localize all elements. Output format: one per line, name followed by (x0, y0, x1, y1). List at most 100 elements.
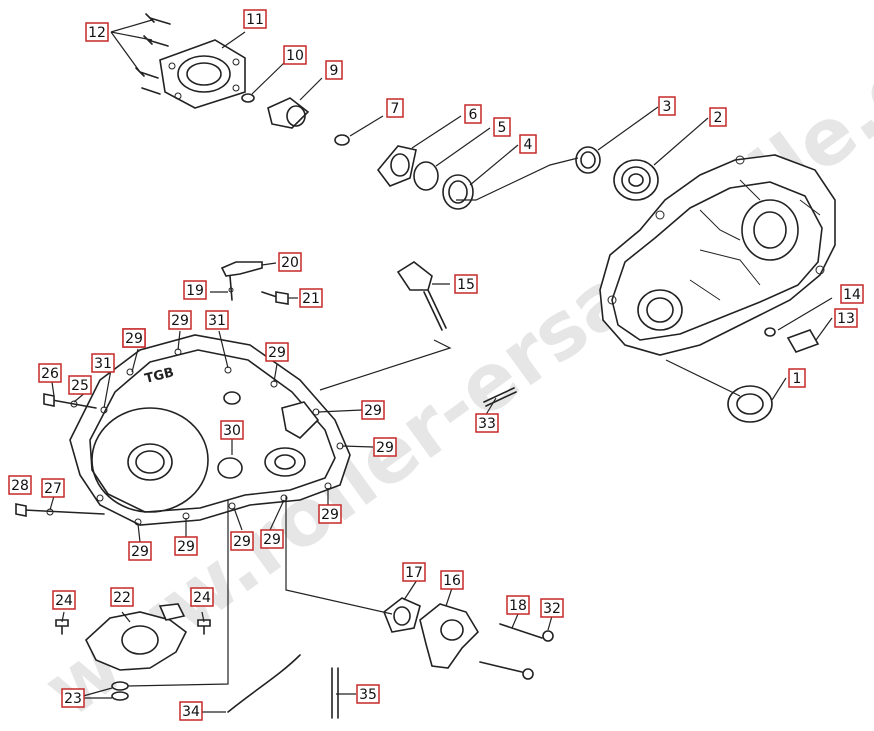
callout-box (278, 252, 302, 272)
callout-number: 29 (263, 532, 281, 548)
callout-number: 7 (391, 101, 400, 117)
callout-number: 23 (64, 691, 82, 707)
callout-box (361, 400, 385, 420)
callout-14: 14 (840, 284, 864, 304)
callout-number: 11 (246, 12, 264, 28)
callout-box (299, 288, 323, 308)
callout-29: 29 (168, 310, 192, 330)
callout-number: 28 (11, 478, 29, 494)
callout-6: 6 (464, 104, 482, 124)
callout-27: 27 (41, 478, 65, 498)
callout-box (658, 96, 676, 116)
callout-19: 19 (183, 280, 207, 300)
callout-29: 29 (128, 541, 152, 561)
callout-26: 26 (38, 363, 62, 383)
part-pin-33 (483, 387, 517, 407)
callout-box (840, 284, 864, 304)
callout-box (475, 413, 499, 433)
callout-29: 29 (122, 328, 146, 348)
callout-box (110, 587, 134, 607)
callout-box (519, 134, 537, 154)
callout-number: 16 (443, 573, 461, 589)
callout-35: 35 (356, 684, 380, 704)
callout-4: 4 (519, 134, 537, 154)
callout-box (190, 587, 214, 607)
callout-18: 18 (506, 595, 530, 615)
callout-box (243, 9, 267, 29)
part-washer (241, 93, 255, 103)
callout-number: 29 (321, 507, 339, 523)
callout-box (68, 375, 92, 395)
callout-25: 25 (68, 375, 92, 395)
part-hose (227, 654, 301, 713)
callout-number: 2 (714, 110, 723, 126)
callout-number: 9 (330, 63, 339, 79)
callout-7: 7 (386, 98, 404, 118)
callout-box (122, 328, 146, 348)
callout-box (454, 274, 478, 294)
callout-29: 29 (230, 531, 254, 551)
callout-9: 9 (325, 60, 343, 80)
callout-10: 10 (283, 45, 307, 65)
part-bolt-21 (261, 291, 289, 305)
callout-number: 24 (55, 593, 73, 609)
callout-11: 11 (243, 9, 267, 29)
callout-29: 29 (318, 504, 342, 524)
callout-31: 31 (205, 310, 229, 330)
callout-17: 17 (402, 562, 426, 582)
callout-number: 18 (509, 598, 527, 614)
callout-24: 24 (190, 587, 214, 607)
part-o-ring (413, 161, 439, 191)
callout-5: 5 (493, 117, 511, 137)
callout-number: 17 (405, 565, 423, 581)
callout-number: 34 (182, 704, 200, 720)
callout-box (220, 420, 244, 440)
callout-number: 3 (663, 99, 672, 115)
callout-28: 28 (8, 475, 32, 495)
callout-box (283, 45, 307, 65)
part-nuts-32 (522, 630, 554, 680)
part-o-ring-small (334, 134, 350, 146)
callout-number: 31 (94, 356, 112, 372)
callout-box (373, 437, 397, 457)
part-bearing-bottom (727, 385, 773, 423)
part-oil-seal (442, 174, 474, 210)
callout-24: 24 (52, 590, 76, 610)
part-flange-housing (159, 39, 246, 109)
callout-29: 29 (265, 342, 289, 362)
part-gasket-17 (383, 597, 421, 633)
callout-29: 29 (260, 529, 284, 549)
callout-box (356, 684, 380, 704)
part-seal-ring (575, 146, 601, 174)
callout-number: 24 (193, 590, 211, 606)
callout-box (325, 60, 343, 80)
callout-number: 12 (88, 25, 106, 41)
part-pump-housing (85, 603, 188, 671)
callout-box (506, 595, 530, 615)
callout-box (493, 117, 511, 137)
callout-box (440, 570, 464, 590)
callout-number: 15 (457, 277, 475, 293)
callout-number: 10 (286, 48, 304, 64)
callout-box (168, 310, 192, 330)
callout-number: 29 (268, 345, 286, 361)
callout-box (318, 504, 342, 524)
callout-number: 29 (376, 440, 394, 456)
part-bushing (267, 97, 310, 129)
callout-number: 19 (186, 283, 204, 299)
callout-number: 29 (171, 313, 189, 329)
callout-box (61, 688, 85, 708)
callout-number: 22 (113, 590, 131, 606)
callout-30: 30 (220, 420, 244, 440)
callout-box (85, 22, 109, 42)
callout-box (8, 475, 32, 495)
callout-number: 35 (359, 687, 377, 703)
callout-number: 1 (793, 371, 802, 387)
callout-box (38, 363, 62, 383)
part-bolts (135, 13, 171, 95)
cover-emboss: TGB (143, 365, 175, 387)
callout-box (540, 598, 564, 618)
callout-22: 22 (110, 587, 134, 607)
callout-box (179, 701, 203, 721)
part-thermostat-housing (419, 603, 480, 669)
